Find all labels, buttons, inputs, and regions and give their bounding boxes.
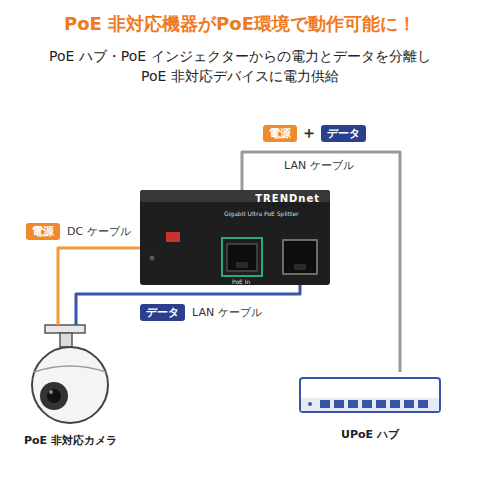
cable-label: LAN ケーブル <box>190 305 264 320</box>
hub-port <box>362 400 372 408</box>
hub-port <box>376 400 386 408</box>
hub-port <box>390 400 400 408</box>
camera-lens-core <box>47 389 61 403</box>
hub-port <box>334 400 344 408</box>
camera-mount <box>45 325 85 333</box>
hub-body <box>300 378 440 412</box>
hub-port <box>348 400 358 408</box>
camera-node: PoE 非対応カメラ <box>15 325 125 450</box>
splitter-housing <box>140 190 330 285</box>
camera-dome <box>32 347 108 423</box>
hub-node: UPoE ハブ <box>295 372 445 444</box>
splitter-illustration <box>140 190 330 285</box>
cable-line <box>58 248 140 325</box>
data-tag: データ <box>321 125 366 142</box>
hub-port <box>404 400 414 408</box>
hub-front <box>301 398 439 411</box>
port-latch <box>236 262 248 268</box>
poe-in-port-frame <box>222 238 262 276</box>
cable-label: DC ケーブル <box>65 224 133 239</box>
dip-switch <box>166 232 180 242</box>
title: PoE 非対応機器がPoE環境で動作可能に！ <box>64 12 416 36</box>
port-label: PoE In <box>232 278 250 285</box>
power-tag: 電源 <box>26 223 60 240</box>
subtitle: PoE 非対応デバイスに電力供給 <box>141 68 339 86</box>
cable-line <box>76 285 300 325</box>
device-model-text: Gigabit Ultra PoE Splitter <box>224 210 299 217</box>
cable-connector <box>58 248 140 325</box>
camera-lens <box>40 382 68 410</box>
poe-in-port <box>227 244 257 271</box>
lens-highlight <box>49 390 53 394</box>
data-tag: データ <box>140 304 185 321</box>
camera-band <box>34 366 106 372</box>
cable-line <box>242 152 400 372</box>
splitter-box: TRENDnet <box>140 190 330 285</box>
data-out-port <box>283 240 317 274</box>
hub-port <box>320 400 330 408</box>
node-text: TRENDnet <box>255 193 320 204</box>
hub-port <box>418 400 428 408</box>
power-led <box>150 256 155 261</box>
subtitle: PoE ハブ・PoE インジェクターからの電力とデータを分離し <box>49 48 431 66</box>
cable-label: LAN ケーブル <box>282 158 356 173</box>
hub-illustration <box>300 378 440 412</box>
plus-sign: ＋ <box>301 125 317 141</box>
hub-led <box>308 402 312 406</box>
cable-connector <box>242 152 400 372</box>
cable-connector <box>76 285 300 325</box>
power-tag: 電源 <box>263 125 297 142</box>
port-latch <box>294 264 306 270</box>
camera-neck <box>60 333 72 347</box>
camera-illustration <box>32 325 108 423</box>
node-text: UPoE ハブ <box>341 427 399 442</box>
node-text: PoE 非対応カメラ <box>24 433 117 448</box>
